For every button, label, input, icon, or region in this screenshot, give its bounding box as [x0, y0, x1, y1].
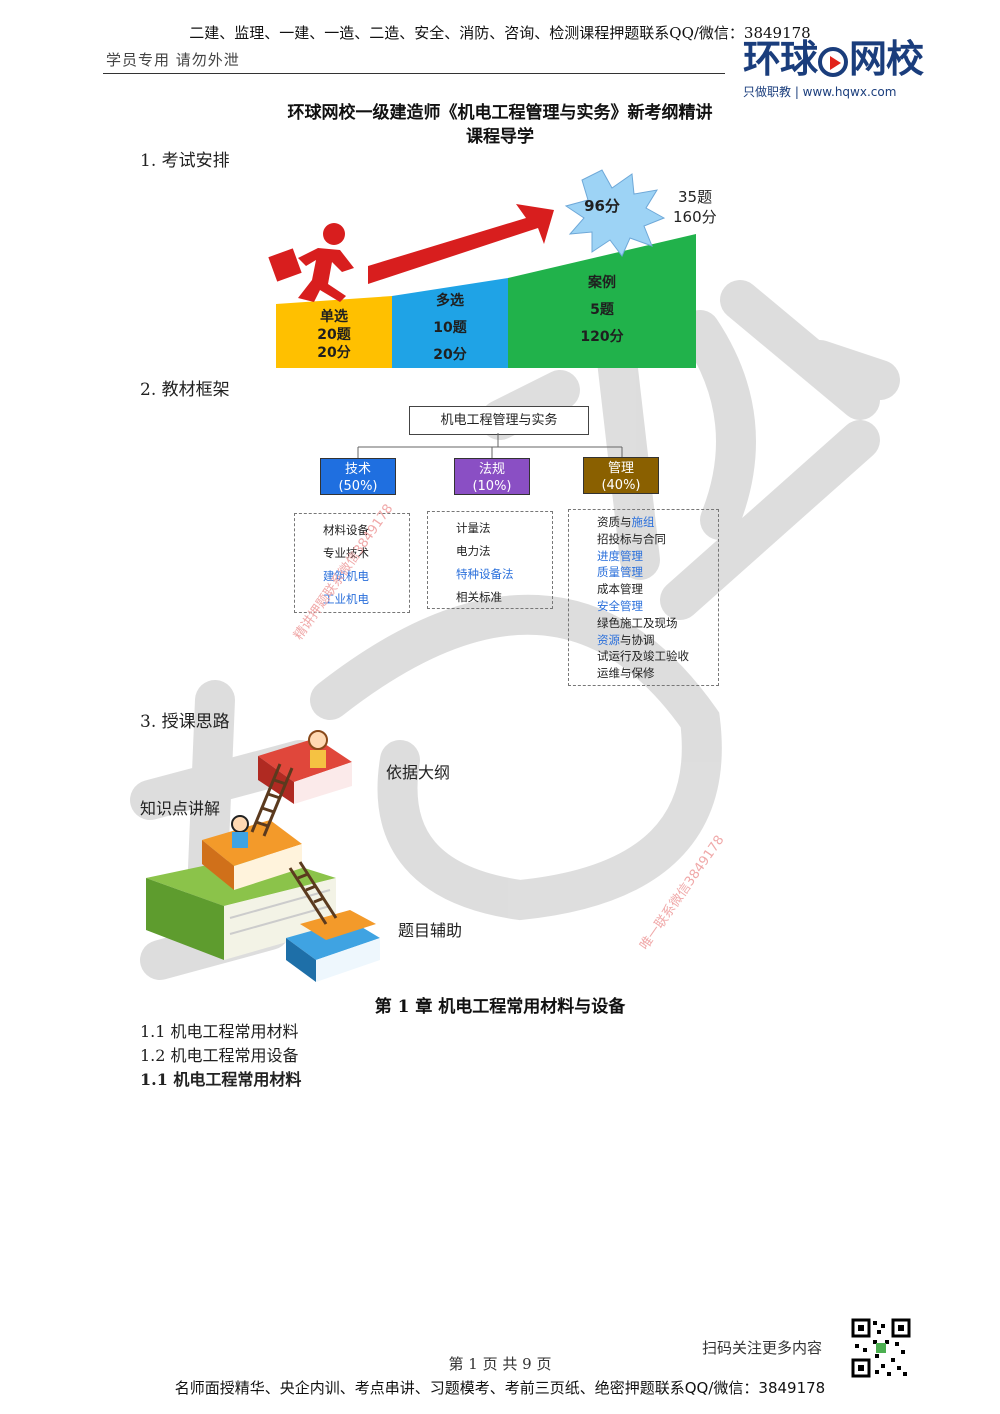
- category-management-pct: (40%): [601, 478, 641, 493]
- books-and-ladders-illustration: [146, 730, 380, 982]
- list-item: 特种设备法: [456, 567, 514, 581]
- list-item: 成本管理: [597, 582, 643, 597]
- list-item-text: 与协调: [620, 632, 655, 647]
- list-item: 相关标准: [456, 590, 502, 604]
- section-heading-1-1: 1.1 机电工程常用材料: [140, 1070, 302, 1089]
- list-item: 工业机电: [323, 592, 369, 606]
- list-item: 运维与保修: [597, 666, 655, 681]
- multi-choice-name: 多选: [436, 293, 464, 309]
- total-points: 160分: [673, 208, 717, 226]
- multi-choice-score: 20分: [433, 347, 467, 363]
- list-item-highlight: 资源: [597, 632, 620, 647]
- list-item: 材料设备: [323, 523, 369, 537]
- framework-root: 机电工程管理与实务: [409, 406, 589, 435]
- qr-code-icon[interactable]: [851, 1318, 911, 1378]
- list-item: 专业技术: [323, 546, 369, 560]
- header-divider: [103, 73, 725, 74]
- case-label: 案例 5题 120分: [508, 270, 696, 351]
- category-management: 管理 (40%): [583, 457, 659, 494]
- category-law-pct: (10%): [472, 479, 512, 494]
- list-item: 质量管理: [597, 565, 643, 580]
- page-number: 第 1 页 共 9 页: [448, 1355, 552, 1373]
- single-choice-label: 单选 20题 20分: [276, 304, 392, 366]
- single-choice-score: 20分: [317, 345, 351, 361]
- document-title-line1: 环球网校一级建造师《机电工程管理与实务》新考纲精讲: [287, 103, 713, 123]
- list-item: 建筑机电: [323, 569, 369, 583]
- hqwx-logo: 环球网校: [743, 36, 924, 82]
- qr-caption: 扫码关注更多内容: [702, 1339, 823, 1357]
- running-man-icon: [268, 223, 354, 302]
- framework-connectors: [357, 433, 623, 459]
- management-items: 资质与施组 招投标与合同 进度管理 质量管理 成本管理 安全管理 绿色施工及现场…: [568, 509, 719, 686]
- chapter-title: 第 1 章 机电工程常用材料与设备: [374, 997, 626, 1017]
- single-choice-area: [276, 296, 392, 368]
- section-exam-arrangement: 1. 考试安排: [140, 151, 230, 171]
- student-only-note: 学员专用 请勿外泄: [106, 51, 240, 69]
- score-burst-label: 96分: [584, 197, 620, 215]
- logo-part2: 网校: [849, 37, 924, 81]
- list-item: 电力法: [456, 544, 491, 558]
- category-law-name: 法规: [478, 462, 505, 477]
- teaching-outline-label: 依据大纲: [386, 763, 451, 782]
- list-item: 试运行及竣工验收: [597, 649, 689, 664]
- score-burst: [564, 169, 666, 257]
- category-management-name: 管理: [607, 461, 634, 476]
- footer-contact-banner: 名师面授精华、央企内训、考点串讲、习题模考、考前三页纸、绝密押题联系QQ/微信：…: [174, 1379, 826, 1397]
- orange-book-icon: [202, 820, 302, 890]
- top-contact-banner: 二建、监理、一建、一造、二造、安全、消防、咨询、检测课程押题联系QQ/微信：38…: [189, 24, 811, 42]
- teaching-exercise-label: 题目辅助: [398, 921, 463, 940]
- list-item: 资质与施组: [597, 514, 718, 531]
- list-item: 计量法: [456, 521, 491, 535]
- list-item: 安全管理: [597, 598, 643, 613]
- reading-child-icon: [231, 730, 328, 848]
- blue-book-icon: [286, 910, 380, 982]
- list-item: 进度管理: [597, 548, 643, 563]
- category-law: 法规 (10%): [454, 458, 530, 495]
- single-choice-count: 20题: [317, 327, 351, 343]
- case-count: 5题: [590, 302, 614, 318]
- ladder-icon: [250, 763, 338, 925]
- case-score: 120分: [580, 329, 624, 345]
- list-item: 招投标与合同: [597, 531, 666, 546]
- multi-choice-area: [392, 278, 508, 368]
- document-title-line2: 课程导学: [466, 127, 534, 147]
- list-item: 绿色施工及现场: [597, 615, 678, 630]
- list-item-text: 资质与: [597, 515, 632, 529]
- multi-choice-count: 10题: [433, 320, 467, 336]
- exam-arrangement-graphic: [268, 169, 696, 368]
- section-textbook-framework: 2. 教材框架: [140, 380, 230, 400]
- law-items: 计量法 电力法 特种设备法 相关标准: [427, 511, 553, 609]
- category-technology: 技术 (50%): [320, 458, 396, 495]
- logo-tagline: 只做职教 | www.hqwx.com: [743, 85, 897, 99]
- list-item: 资源与协调: [597, 632, 718, 649]
- rising-arrow: [368, 204, 554, 284]
- chapter-item-1-2: 1.2 机电工程常用设备: [140, 1046, 299, 1065]
- total-questions: 35题: [678, 188, 713, 206]
- logo-part1: 环球: [743, 37, 818, 81]
- technology-items: 材料设备 专业技术 建筑机电 工业机电: [294, 513, 410, 613]
- multi-choice-label: 多选 10题 20分: [392, 288, 508, 369]
- list-item-highlight: 施组: [631, 515, 655, 529]
- play-icon: [818, 46, 849, 77]
- teaching-knowledge-label: 知识点讲解: [140, 799, 221, 818]
- case-name: 案例: [588, 275, 616, 291]
- category-technology-pct: (50%): [338, 479, 378, 494]
- section-teaching-approach: 3. 授课思路: [140, 712, 230, 732]
- category-technology-name: 技术: [344, 462, 371, 477]
- case-area: [508, 234, 696, 368]
- single-choice-name: 单选: [320, 309, 348, 325]
- chapter-item-1-1: 1.1 机电工程常用材料: [140, 1022, 299, 1041]
